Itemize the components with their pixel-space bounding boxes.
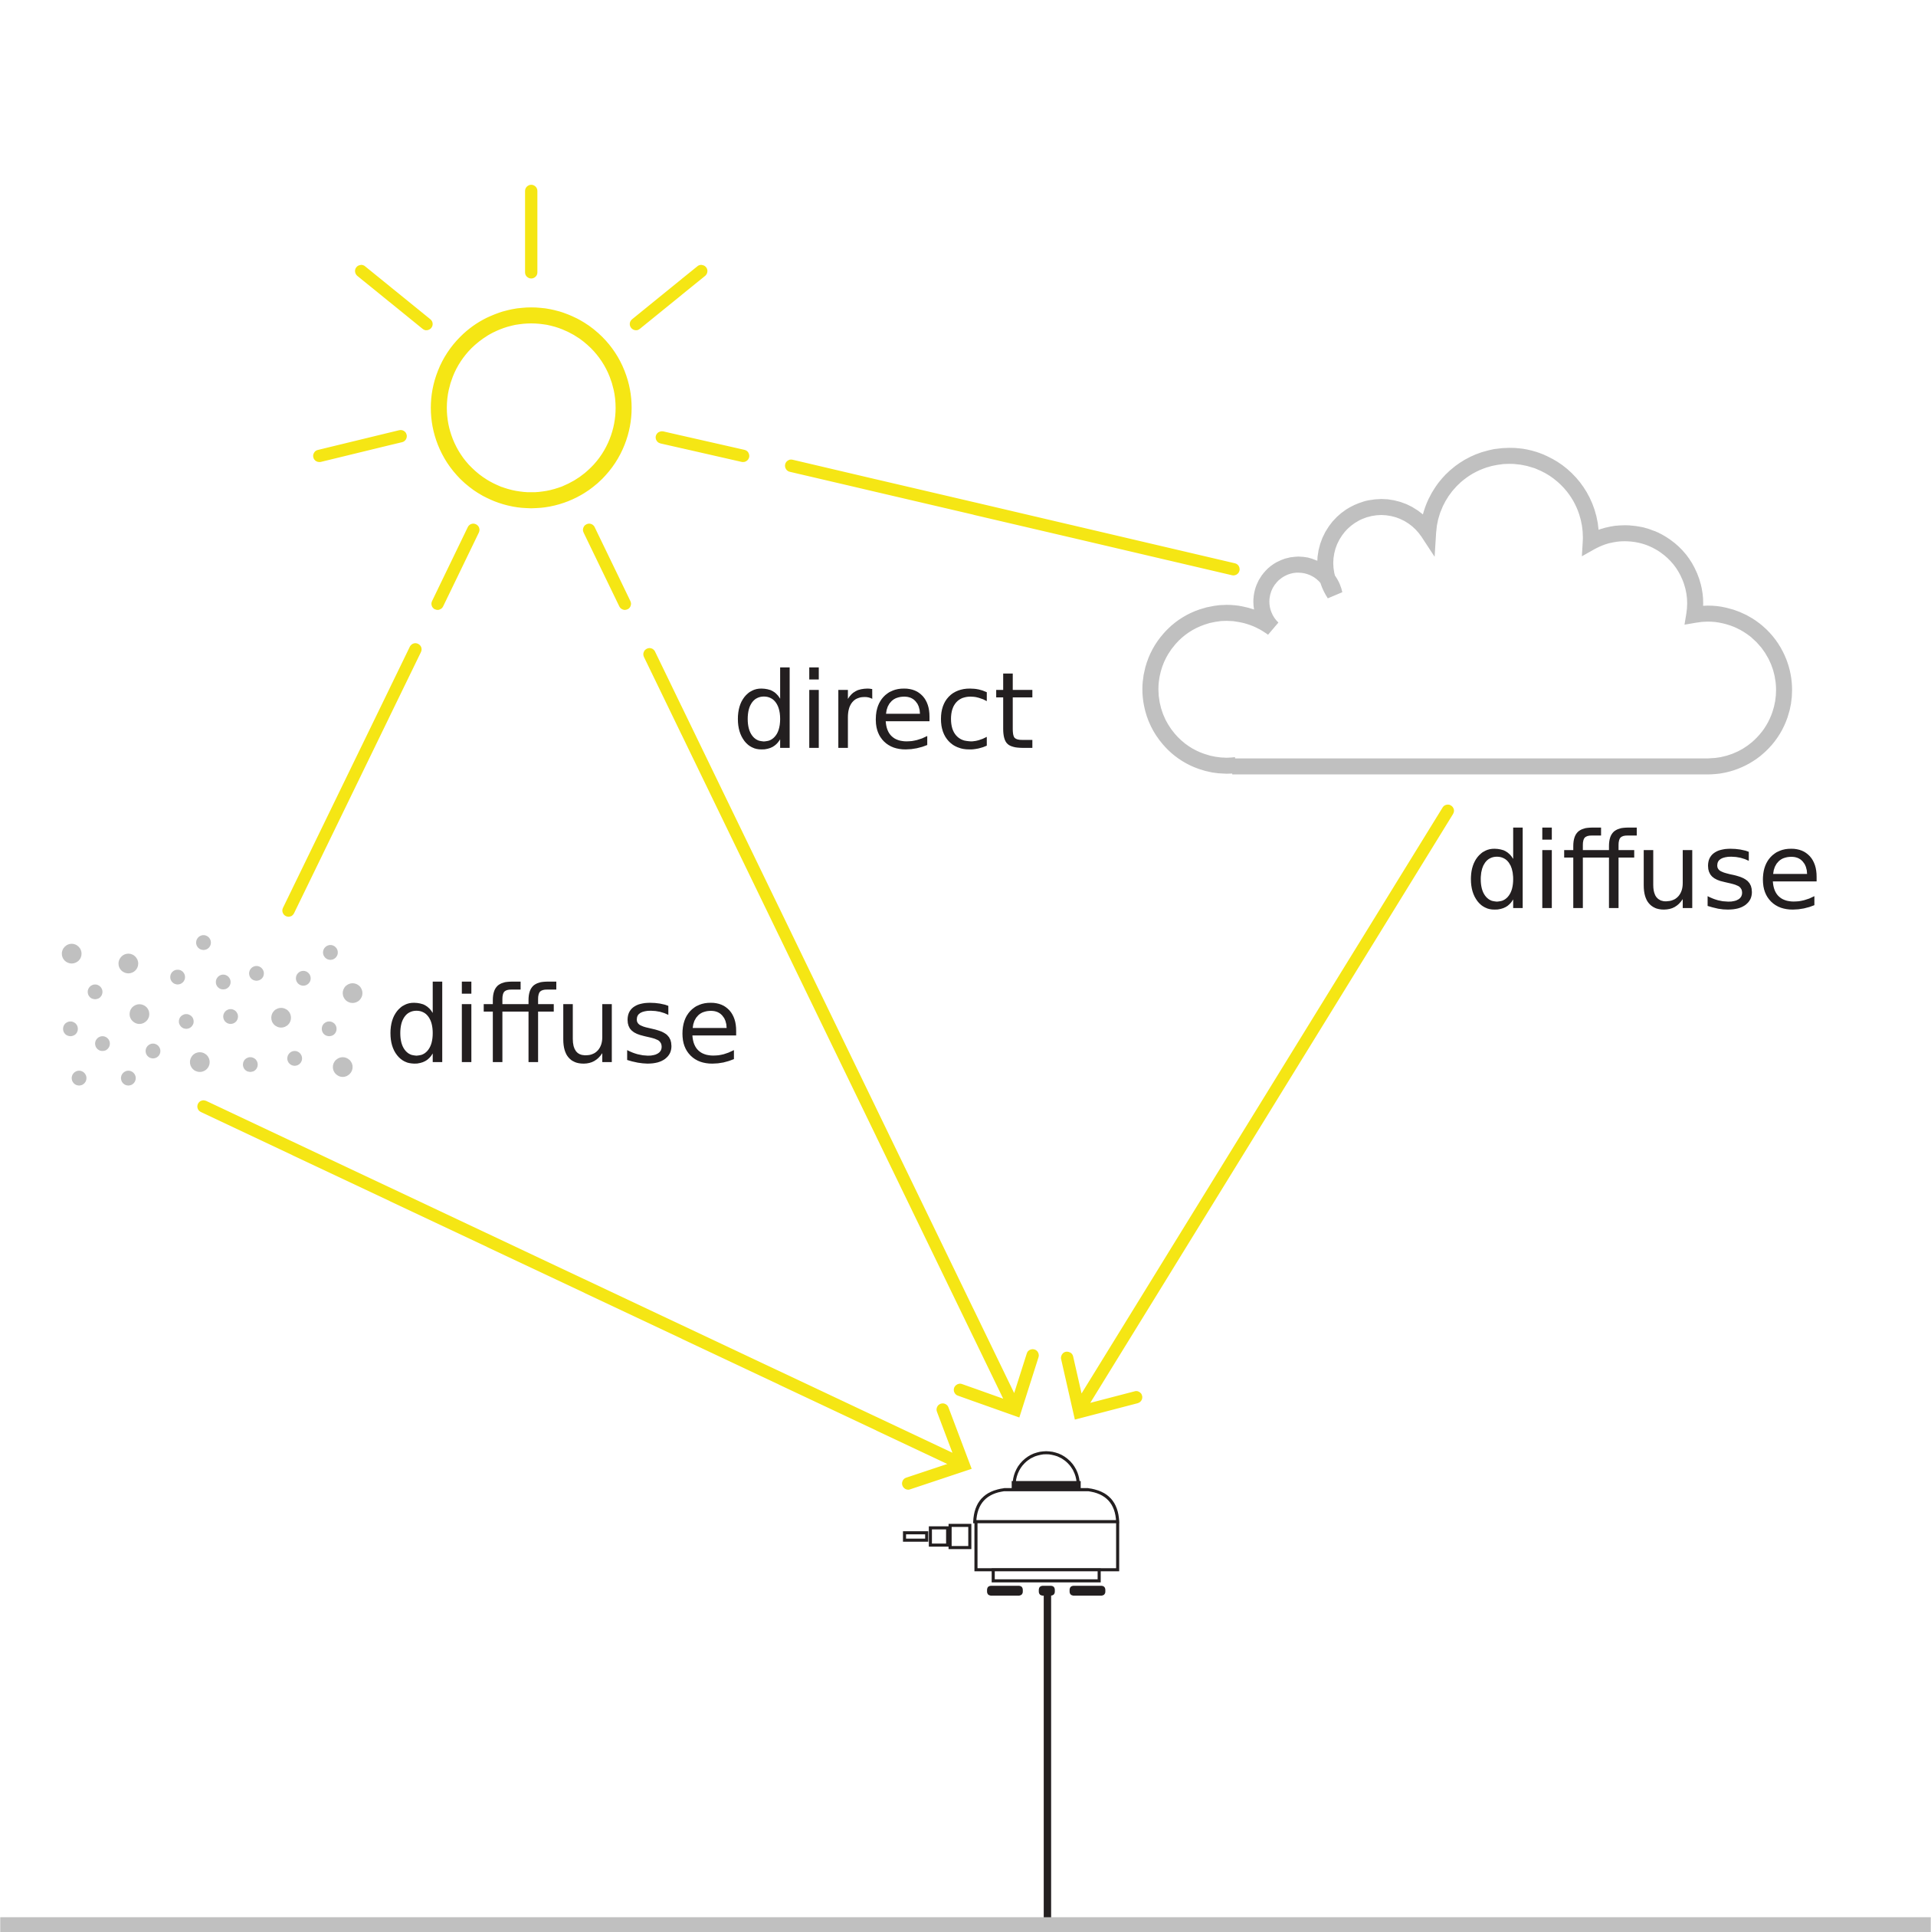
ground (0, 1917, 1931, 1932)
sun-to-cloud-ray (785, 459, 1240, 576)
sun-to-particles-ray (282, 643, 422, 917)
aerosol-particles-icon (61, 935, 362, 1086)
sun-icon (313, 185, 749, 610)
radiation-sensor-icon (903, 1451, 1120, 1925)
diffuse-cloud-label: diffuse (1465, 810, 1822, 933)
direct-radiation-arrow (643, 648, 1039, 1418)
direct-label: direct (732, 650, 1034, 773)
diffuse-scatter-label: diffuse (385, 964, 742, 1087)
cloud-icon (1142, 448, 1792, 775)
diffuse-scatter-arrow (197, 1100, 972, 1490)
diffuse-cloud-arrow (1061, 804, 1454, 1420)
